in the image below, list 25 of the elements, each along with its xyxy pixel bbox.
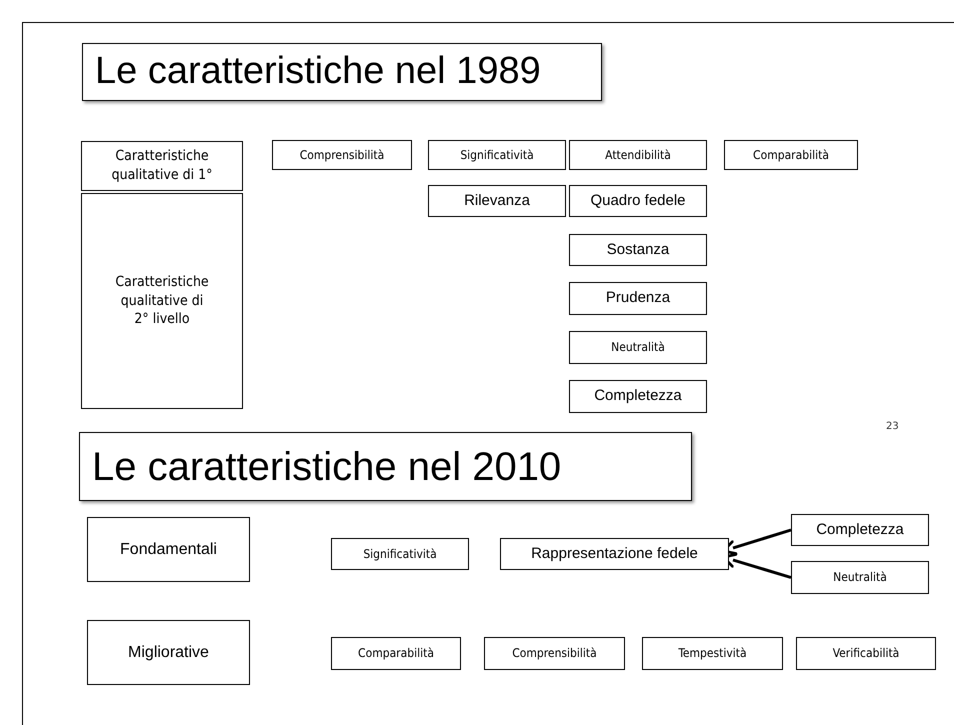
- item-box: Tempestività: [642, 637, 783, 670]
- heading-box: Le caratteristiche nel 2010: [79, 432, 692, 501]
- item-box: Rappresentazione fedele: [500, 538, 729, 570]
- item-box: Comparabilità: [331, 637, 461, 670]
- item-box: Attendibilità: [569, 140, 707, 170]
- item-box: Completezza: [791, 514, 929, 546]
- item-box: Comprensibilità: [484, 637, 625, 670]
- page-number: 23: [886, 421, 899, 432]
- category-box: Caratteristiche qualitative di 2° livello: [81, 193, 243, 409]
- category-box: Caratteristiche qualitative di 1°: [81, 141, 243, 191]
- heading-box: Le caratteristiche nel 1989: [82, 43, 602, 101]
- item-box: Verificabilità: [796, 637, 936, 670]
- item-box: Significatività: [331, 538, 469, 570]
- item-box: Neutralità: [569, 331, 707, 364]
- item-box: Neutralità: [791, 561, 929, 594]
- item-box: Comparabilità: [724, 140, 858, 170]
- category-box: Migliorative: [87, 620, 250, 685]
- item-box: Completezza: [569, 380, 707, 413]
- item-box: Comprensibilità: [272, 140, 412, 170]
- item-box: Sostanza: [569, 234, 707, 266]
- category-box: Fondamentali: [87, 517, 250, 582]
- item-box: Quadro fedele: [569, 185, 707, 217]
- item-box: Prudenza: [569, 282, 707, 315]
- item-box: Significatività: [428, 140, 566, 170]
- item-box: Rilevanza: [428, 185, 566, 217]
